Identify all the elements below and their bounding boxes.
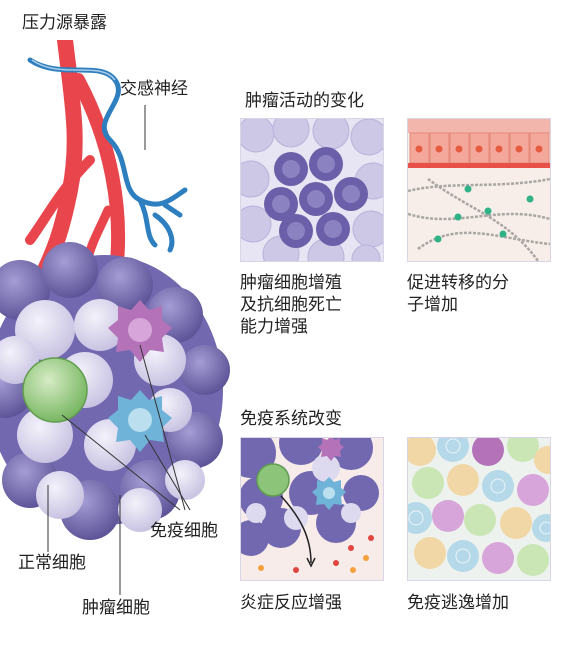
proliferation-line-2: 及抗细胞死亡	[240, 295, 342, 315]
tumor-mass	[0, 242, 230, 540]
metastasis-caption: 促进转移的分 子增加	[407, 272, 557, 316]
normal-cells-label: 正常细胞	[18, 553, 86, 573]
inflammation-caption: 炎症反应增强	[240, 593, 342, 613]
pressure-label: 压力源暴露	[22, 13, 107, 33]
inflammation-panel	[240, 437, 384, 581]
immune-title: 免疫系统改变	[240, 409, 342, 429]
metastasis-line-1: 促进转移的分	[407, 273, 509, 293]
tumor-cells-label: 肿瘤细胞	[82, 598, 150, 618]
nerve-label: 交感神经	[120, 79, 188, 99]
main-illustration	[0, 40, 230, 595]
proliferation-panel	[240, 118, 384, 262]
metastasis-panel	[407, 118, 551, 262]
tumor-activity-title: 肿瘤活动的变化	[245, 91, 364, 111]
leader-lines	[47, 105, 191, 595]
immune-escape-caption: 免疫逃逸增加	[407, 593, 509, 613]
immune-cells-label: 免疫细胞	[150, 521, 218, 541]
proliferation-caption: 肿瘤细胞增殖 及抗细胞死亡 能力增强	[240, 272, 390, 338]
proliferation-line-3: 能力增强	[240, 317, 308, 337]
proliferation-line-1: 肿瘤细胞增殖	[240, 273, 342, 293]
metastasis-line-2: 子增加	[407, 295, 458, 315]
immune-escape-panel	[407, 437, 551, 581]
